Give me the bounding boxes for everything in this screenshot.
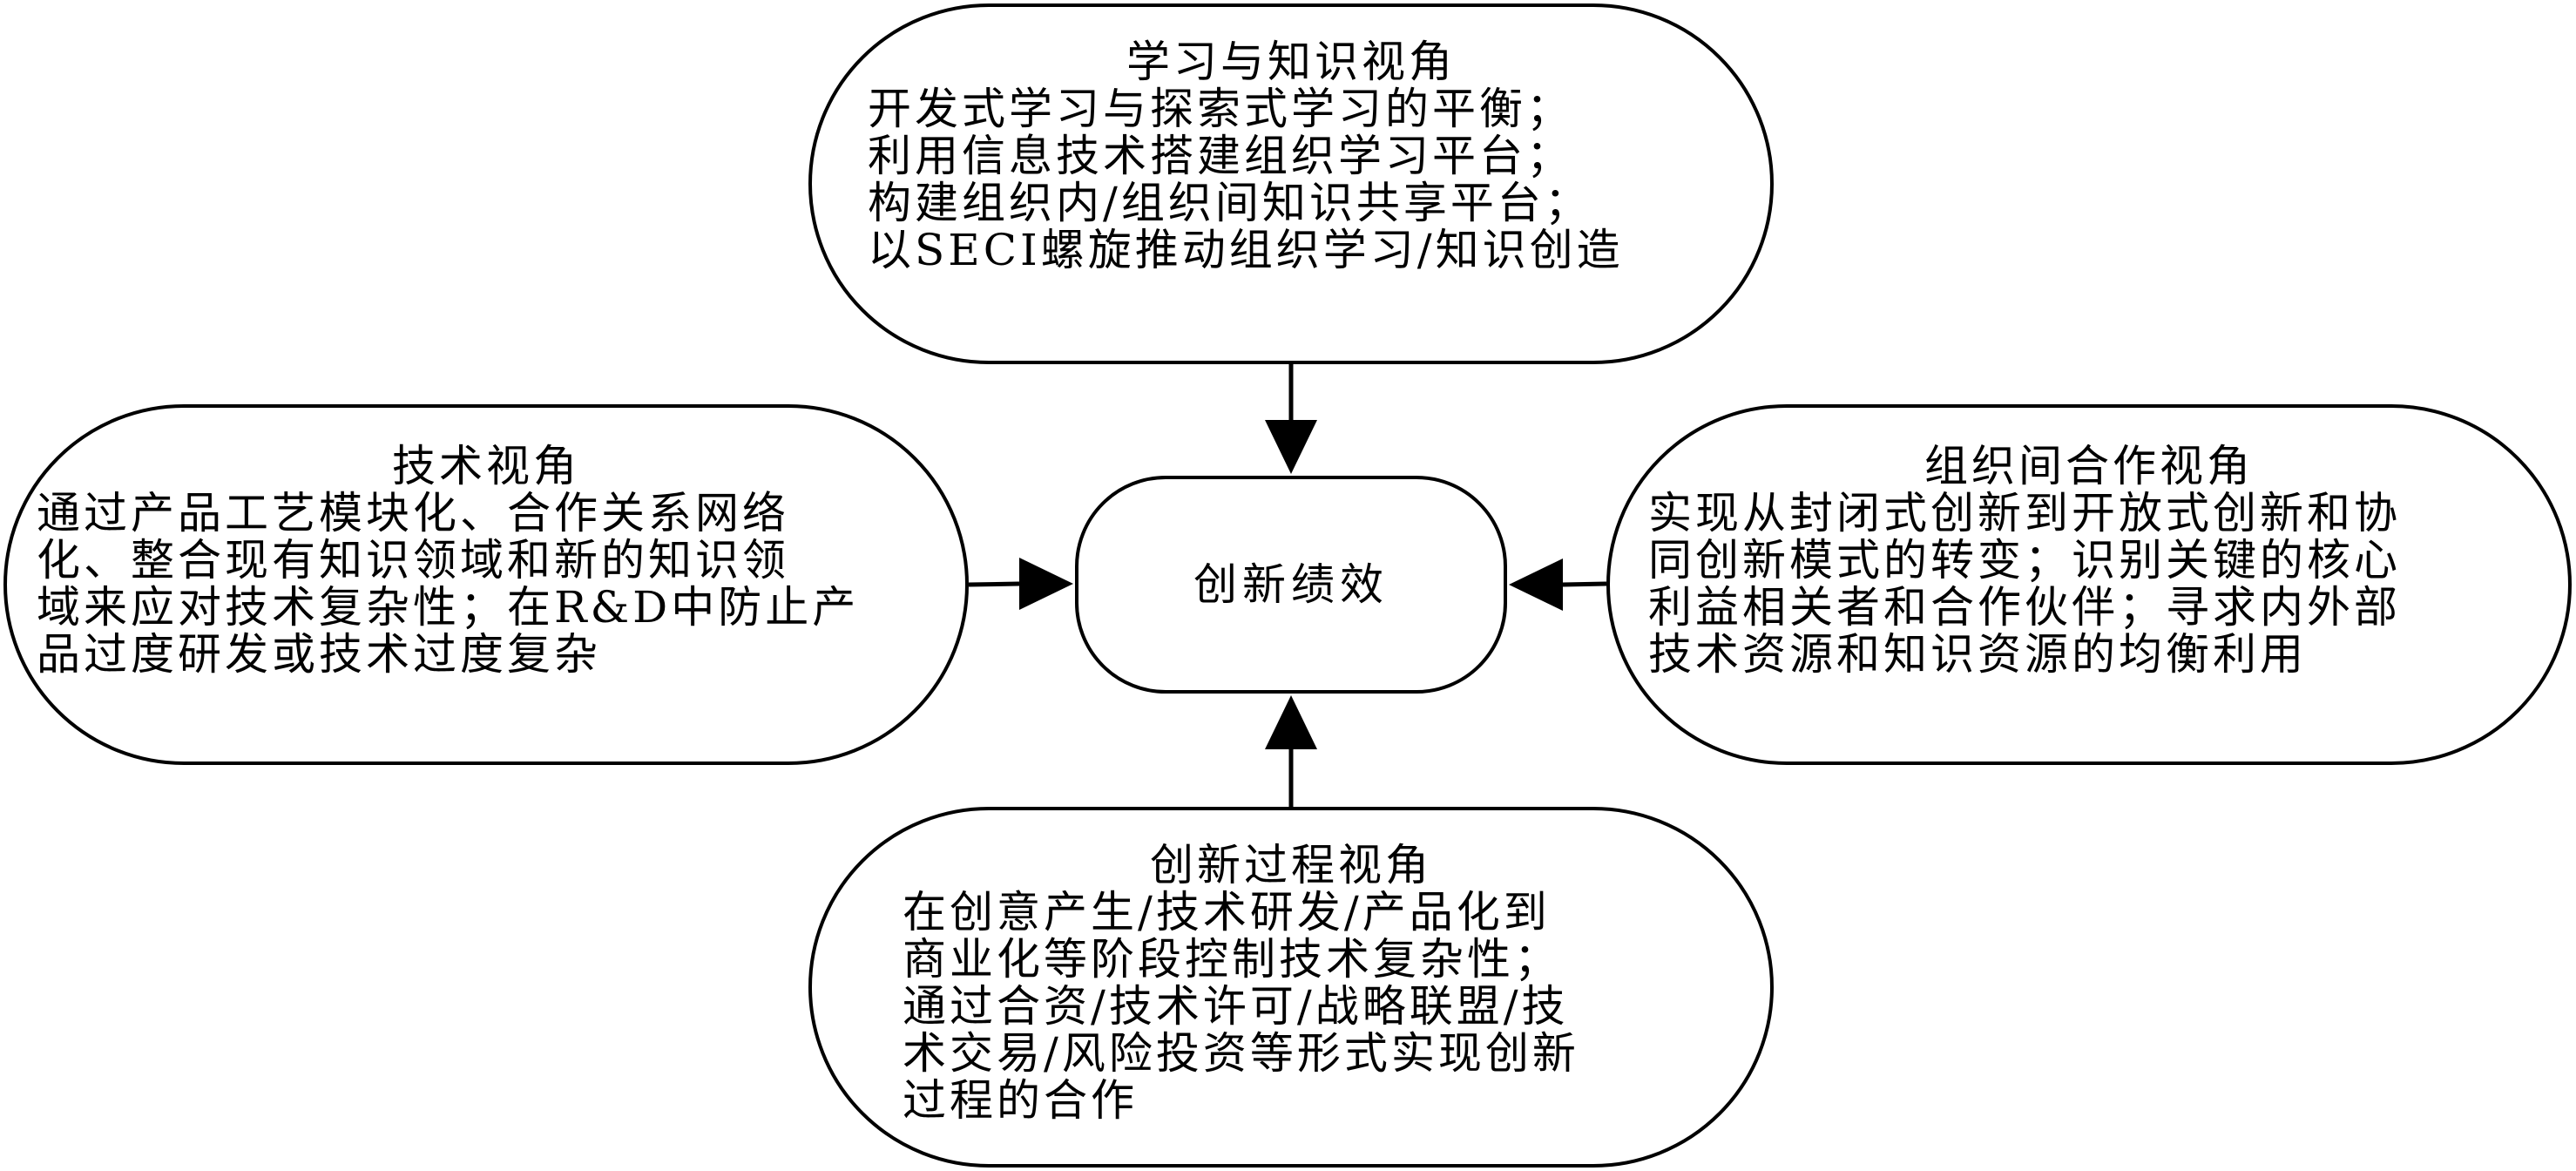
node-line: 品过度研发或技术过度复杂	[37, 629, 601, 680]
node-innovation-performance-text: 创新绩效	[1078, 479, 1504, 690]
node-line: 通过合资/技术许可/战略联盟/技	[903, 981, 1569, 1032]
edge-left-to-center	[968, 558, 1073, 610]
edge-right-to-center	[1509, 558, 1607, 611]
node-innovation-process: 创新过程视角 在创意产生/技术研发/产品化到 商业化等阶段控制技术复杂性； 通过…	[808, 807, 1774, 1168]
node-innovation-performance: 创新绩效	[1075, 476, 1507, 694]
node-technology-text: 技术视角 通过产品工艺模块化、合作关系网络 化、整合现有知识领域和新的知识领 域…	[7, 408, 965, 761]
node-title: 创新过程视角	[1150, 840, 1432, 890]
node-line: 同创新模式的转变；识别关键的核心	[1648, 535, 2401, 586]
node-inter-org-cooperation-text: 组织间合作视角 实现从封闭式创新到开放式创新和协 同创新模式的转变；识别关键的核…	[1610, 408, 2568, 761]
node-line: 过程的合作	[903, 1075, 1138, 1126]
node-line: 开发式学习与探索式学习的平衡；	[868, 84, 1573, 134]
node-innovation-process-text: 创新过程视角 在创意产生/技术研发/产品化到 商业化等阶段控制技术复杂性； 通过…	[812, 810, 1770, 1164]
node-inter-org-cooperation: 组织间合作视角 实现从封闭式创新到开放式创新和协 同创新模式的转变；识别关键的核…	[1606, 404, 2572, 765]
node-line: 利益相关者和合作伙伴；寻求内外部	[1648, 582, 2401, 633]
node-line: 在创意产生/技术研发/产品化到	[903, 887, 1551, 937]
node-learning-knowledge: 学习与知识视角 开发式学习与探索式学习的平衡； 利用信息技术搭建组织学习平台； …	[808, 3, 1774, 364]
node-line: 以SECI螺旋推动组织学习/知识创造	[868, 225, 1624, 275]
node-line: 通过产品工艺模块化、合作关系网络	[37, 488, 789, 538]
node-center-label: 创新绩效	[1193, 559, 1389, 610]
node-line: 术交易/风险投资等形式实现创新	[903, 1028, 1579, 1079]
edge-bottom-to-center	[1265, 695, 1317, 807]
node-line: 实现从封闭式创新到开放式创新和协	[1648, 488, 2401, 538]
node-line: 域来应对技术复杂性；在R&D中防止产	[37, 582, 860, 633]
node-line: 商业化等阶段控制技术复杂性；	[903, 934, 1561, 985]
node-learning-knowledge-text: 学习与知识视角 开发式学习与探索式学习的平衡； 利用信息技术搭建组织学习平台； …	[812, 7, 1770, 361]
node-title: 技术视角	[392, 441, 580, 491]
node-line: 利用信息技术搭建组织学习平台；	[868, 131, 1573, 181]
node-line: 技术资源和知识资源的均衡利用	[1648, 629, 2307, 680]
node-line: 化、整合现有知识领域和新的知识领	[37, 535, 789, 586]
edge-top-to-center	[1265, 364, 1317, 474]
node-title: 组织间合作视角	[1924, 441, 2254, 491]
node-title: 学习与知识视角	[1126, 37, 1456, 87]
node-technology: 技术视角 通过产品工艺模块化、合作关系网络 化、整合现有知识领域和新的知识领 域…	[3, 404, 969, 765]
node-line: 构建组织内/组织间知识共享平台；	[868, 178, 1592, 228]
